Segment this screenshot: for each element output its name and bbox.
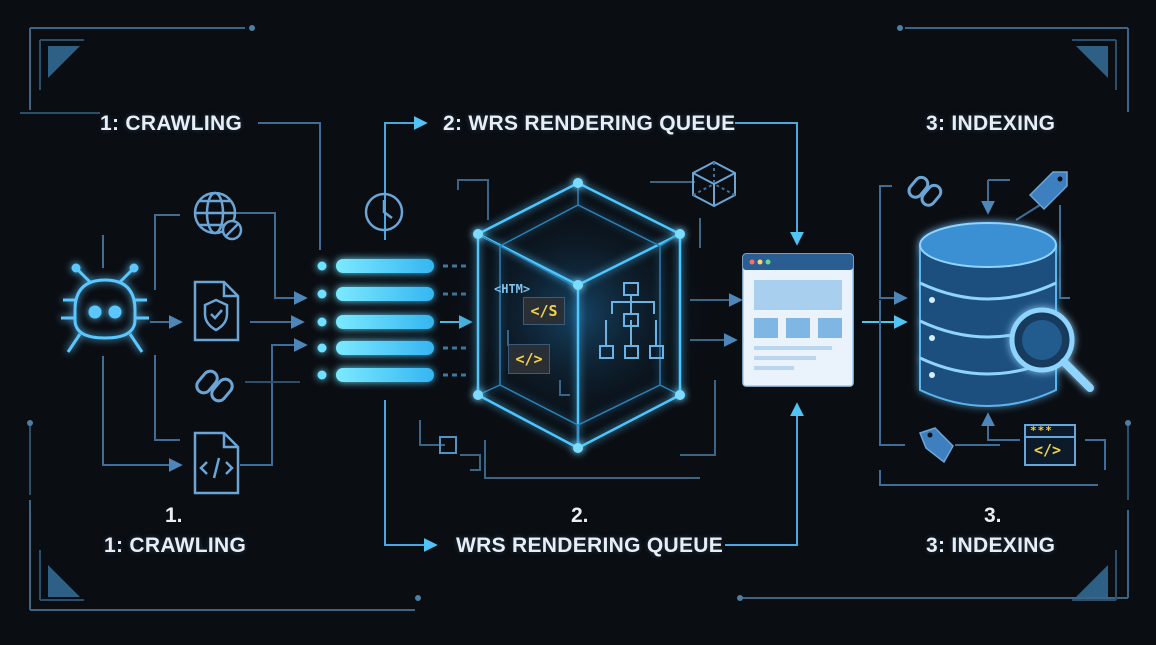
tag-icon-top xyxy=(1028,171,1068,211)
database-icon xyxy=(919,222,1057,407)
corner-triangle-br xyxy=(1076,565,1108,597)
tag-icon-bottom xyxy=(919,427,954,464)
corner-triangle-tr xyxy=(1076,46,1108,78)
crawl-connectors xyxy=(102,122,321,472)
rendering-bottom-label: WRS RENDERING QUEUE xyxy=(456,534,724,557)
small-cube-icon xyxy=(692,160,736,208)
index-connectors xyxy=(879,179,1106,486)
browser-page-icon xyxy=(742,253,854,387)
frame xyxy=(20,27,1129,611)
code-file-icon xyxy=(193,431,240,495)
cube-scaffold xyxy=(419,179,743,479)
cube-vertices xyxy=(473,178,685,453)
indexing-bottom-label: 3: INDEXING xyxy=(926,534,1056,557)
rendering-step-number: 2. xyxy=(571,504,589,527)
clock-icon xyxy=(364,192,404,232)
link-icon-index xyxy=(907,175,943,207)
indexing-step-number: 3. xyxy=(984,504,1002,527)
queue-bars-icon xyxy=(317,259,434,382)
corner-triangle-bl xyxy=(48,565,80,597)
crawling-top-label: 1: CRAWLING xyxy=(100,112,243,135)
small-square-icon xyxy=(439,436,457,454)
shield-document-icon xyxy=(193,280,240,342)
link-icon xyxy=(195,369,234,403)
frame-bottom-right xyxy=(740,510,1129,599)
js-tag-chip: </S xyxy=(523,297,565,325)
crawling-bottom-label: 1: CRAWLING xyxy=(104,534,247,557)
globe-icon xyxy=(193,191,243,241)
indexing-top-label: 3: INDEXING xyxy=(926,112,1056,135)
code-window-icon xyxy=(1024,424,1076,466)
frame-top-right xyxy=(905,27,1129,112)
crawler-bot-icon xyxy=(61,263,149,353)
magnifier-icon xyxy=(1009,307,1094,392)
code-window-stars: *** xyxy=(1030,424,1053,437)
frame-bottom-left xyxy=(29,500,415,611)
frame-dots xyxy=(27,25,1131,601)
corner-triangle-tl xyxy=(48,46,80,78)
tree-diagram-icon xyxy=(599,282,664,359)
rendering-top-label: 2: WRS RENDERING QUEUE xyxy=(443,112,736,135)
crawling-step-number: 1. xyxy=(165,504,183,527)
code-window-tag: </> xyxy=(1034,441,1062,459)
html-tag-label: <HTM> xyxy=(494,282,531,296)
frame-top-left xyxy=(29,27,245,110)
code-tag-chip: </> xyxy=(508,344,550,374)
